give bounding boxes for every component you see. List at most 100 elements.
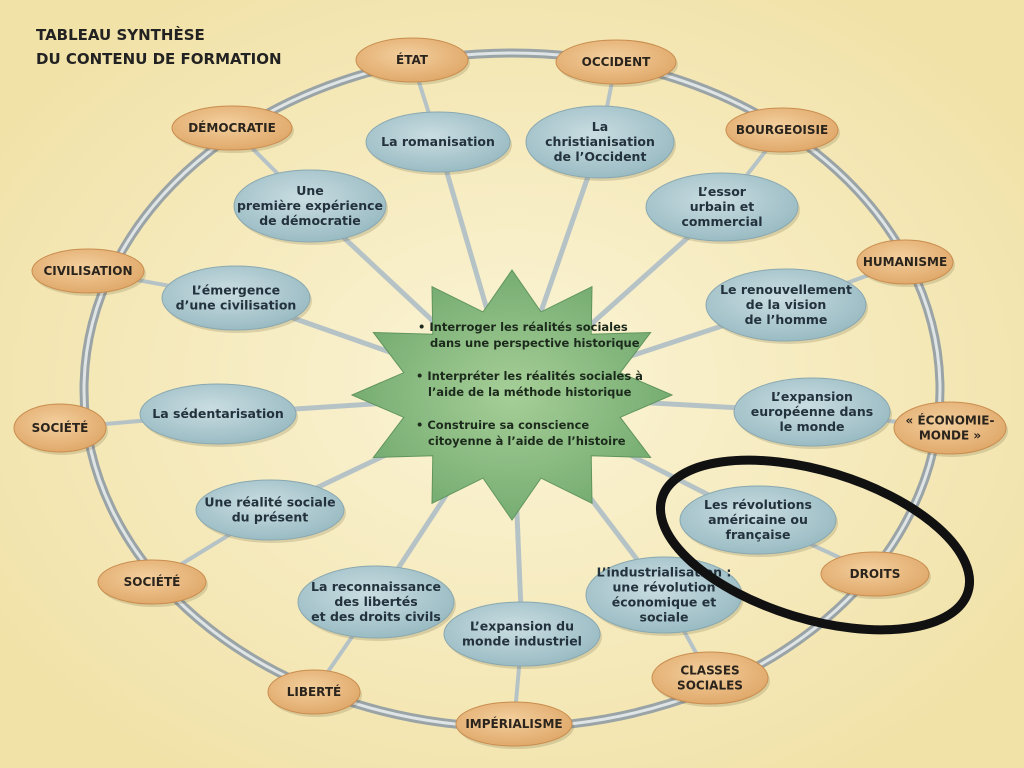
- inner-node-shape: [161, 265, 311, 331]
- outer-node-shape: [455, 701, 573, 747]
- outer-node-label-line: DROITS: [850, 567, 901, 581]
- inner-node-shape: [443, 601, 601, 667]
- inner-node-label-line: et des droits civils: [311, 609, 441, 624]
- inner-node-label-line: L’essor: [698, 184, 747, 199]
- outer-node-shape: [856, 239, 954, 285]
- inner-node-label-line: Une réalité sociale: [204, 495, 335, 510]
- outer-node-label-line: SOCIÉTÉ: [32, 420, 89, 435]
- outer-node-5: « ÉCONOMIE-MONDE »: [893, 401, 1008, 457]
- inner-node-label-line: de l’Occident: [554, 149, 647, 164]
- inner-node-label-line: le monde: [779, 419, 844, 434]
- inner-node-label-line: de démocratie: [259, 213, 361, 228]
- outer-node-13: DÉMOCRATIE: [171, 105, 294, 153]
- outer-node-label-line: « ÉCONOMIE-: [906, 413, 995, 428]
- inner-node-shape: [297, 565, 455, 639]
- outer-node-11: SOCIÉTÉ: [13, 403, 108, 455]
- outer-node-label-line: LIBERTÉ: [287, 684, 342, 699]
- outer-node-3: BOURGEOISIE: [725, 107, 840, 155]
- outer-node-label-line: SOCIALES: [677, 679, 743, 693]
- inner-node-label-line: L’expansion du: [470, 619, 574, 634]
- outer-node-label-line: CLASSES: [680, 664, 739, 678]
- outer-node-label: DÉMOCRATIE: [188, 120, 276, 135]
- title-line-2: DU CONTENU DE FORMATION: [36, 50, 282, 68]
- inner-node-label-line: une révolution: [613, 580, 716, 595]
- inner-node-label-line: sociale: [640, 610, 689, 625]
- outer-node-label: CIVILISATION: [43, 264, 132, 278]
- outer-node-shape: [555, 39, 677, 85]
- annotation-circle: [655, 455, 975, 635]
- inner-node-11: La sédentarisation: [139, 383, 298, 447]
- inner-node-label-line: La: [592, 119, 608, 134]
- outer-node-shape: [171, 105, 293, 151]
- outer-node-label: BOURGEOISIE: [736, 123, 828, 137]
- inner-node-label-line: Une: [296, 183, 324, 198]
- inner-node-label-line: de l’homme: [745, 312, 828, 327]
- outer-nodes: ÉTAT OCCIDENT BOURGEOISIE HUMANISME « ÉCONOM…: [13, 37, 1008, 749]
- inner-node-label-line: Le renouvellement: [720, 282, 852, 297]
- inner-node-label-line: Les révolutions: [704, 497, 812, 512]
- outer-node-label: OCCIDENT: [582, 55, 651, 69]
- inner-node-label-line: européenne dans: [751, 404, 873, 419]
- outer-node-label-line: HUMANISME: [863, 255, 947, 269]
- inner-node-label: La sédentarisation: [152, 406, 283, 421]
- inner-node-shape: [733, 377, 891, 447]
- inner-node-label-line: commercial: [681, 214, 762, 229]
- outer-node-label-line: MONDE »: [919, 429, 981, 443]
- inner-node-label-line: française: [726, 527, 791, 542]
- outer-node-1: ÉTAT: [355, 37, 470, 85]
- outer-node-shape: [267, 669, 361, 715]
- outer-node-shape: [355, 37, 469, 83]
- outer-node-label: SOCIÉTÉ: [32, 420, 89, 435]
- central-star: • Interroger les réalités sociales dans …: [350, 269, 674, 521]
- inner-node-shape: [195, 479, 345, 541]
- outer-node-label-line: DÉMOCRATIE: [188, 120, 276, 135]
- outer-node-label: HUMANISME: [863, 255, 947, 269]
- inner-node-label-line: urbain et: [690, 199, 754, 214]
- center-item-2: • Interpréter les réalités sociales à l’…: [416, 369, 647, 399]
- outer-node-label-line: OCCIDENT: [582, 55, 651, 69]
- diagram-title: TABLEAU SYNTHÈSE DU CONTENU DE FORMATION: [36, 25, 282, 68]
- inner-node-label-line: L’expansion: [771, 389, 853, 404]
- outer-node-shape: [820, 551, 930, 597]
- inner-node-label-line: christianisation: [545, 134, 655, 149]
- outer-node-4: HUMANISME: [856, 239, 955, 287]
- outer-node-12: CIVILISATION: [31, 248, 146, 296]
- outer-node-label-line: CIVILISATION: [43, 264, 132, 278]
- outer-node-shape: [97, 559, 207, 605]
- outer-node-shape: [893, 401, 1007, 455]
- outer-node-label: DROITS: [850, 567, 901, 581]
- outer-node-shape: [651, 651, 769, 705]
- inner-node-label-line: La romanisation: [381, 134, 495, 149]
- outer-node-label-line: ÉTAT: [396, 52, 429, 67]
- outer-node-label: IMPÉRIALISME: [465, 716, 562, 731]
- inner-node-label: La romanisation: [381, 134, 495, 149]
- outer-node-shape: [31, 248, 145, 294]
- inner-node-shape: [679, 485, 837, 555]
- inner-node-shape: [365, 111, 511, 173]
- outer-node-label-line: BOURGEOISIE: [736, 123, 828, 137]
- outer-node-6: DROITS: [820, 551, 931, 599]
- outer-node-shape: [725, 107, 839, 153]
- inner-node-label-line: L’émergence: [192, 283, 280, 298]
